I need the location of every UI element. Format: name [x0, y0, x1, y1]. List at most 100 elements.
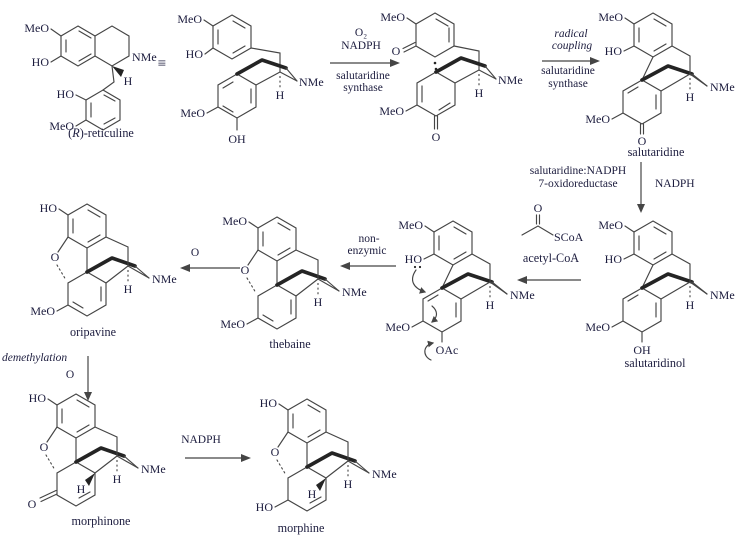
top-ring [212, 14, 252, 60]
nme-label: NMe [141, 462, 166, 476]
arrow-radical-coupling [542, 57, 600, 65]
curved-arrow [431, 305, 439, 323]
label-non-enzymic: enzymic [347, 245, 387, 257]
label-demethylation: demethylation [2, 352, 68, 364]
nme-label: NMe [710, 288, 735, 302]
nme-label: NMe [710, 80, 735, 94]
radical-dot [433, 61, 437, 65]
enzyme-salutaridine-synthase: salutaridine [541, 65, 595, 77]
ho-label: HO [605, 44, 623, 58]
enzyme-salutaridine-synthase: synthase [343, 82, 383, 94]
nme-label: NMe [372, 467, 397, 481]
meo-label: MeO [398, 218, 423, 232]
compound-name-morphine: morphine [278, 521, 325, 535]
meo-label: MeO [220, 317, 245, 331]
label-coupling: coupling [551, 40, 593, 52]
equivalence-symbol: ≡ [157, 56, 167, 72]
top-ring [287, 398, 327, 444]
meo-label: MeO [385, 320, 410, 334]
meo-label: MeO [177, 12, 202, 26]
h-label: H [276, 88, 285, 102]
curved-arrow [412, 269, 427, 294]
label-radical: radical [554, 28, 588, 40]
label-non-enzymic: non- [358, 233, 380, 245]
ring-b [94, 25, 130, 67]
arrow-oxidoreductase [637, 162, 645, 213]
oh-label: OH [633, 343, 651, 357]
ho-label: HO [605, 252, 623, 266]
structure-salutaridinol: MeO HO MeO OH H NMe salutaridinol [585, 218, 735, 370]
arrow-nadph-reduction [185, 454, 251, 462]
o-furan-label: O [241, 263, 250, 277]
reagent-nadph: NADPH [341, 40, 381, 52]
ho-label: HO [260, 396, 278, 410]
arrow-non-enzymic [340, 262, 396, 270]
lone-pair-dot [413, 265, 417, 269]
h-label: H [686, 90, 695, 104]
label-o: O [190, 247, 200, 259]
bold-bridge-bond [640, 64, 694, 82]
compound-name-oripavine: oripavine [70, 325, 116, 339]
bold-bridge-bond [434, 56, 487, 74]
o-ketone-label: O [534, 201, 543, 215]
bottom-ring [622, 287, 662, 333]
nme-label: NMe [152, 272, 177, 286]
o-furan-label: O [40, 440, 49, 454]
bold-bridge-bond [74, 446, 126, 464]
structure-salutaridinol-acetate: MeO HO MeO OAc H NMe [385, 218, 535, 361]
enzyme-oxidoreductase: 7-oxidoreductase [538, 178, 618, 190]
h-label: H [124, 282, 133, 296]
structure-diradical: MeO O H NMe MeO O [379, 10, 523, 144]
compound-name-salutaridinol: salutaridinol [625, 356, 687, 370]
ho-label: HO [32, 55, 50, 69]
o-furan-label: O [51, 250, 60, 264]
reagent-nadph: NADPH [655, 178, 695, 190]
nme-label: NMe [342, 285, 367, 299]
h-label: H [475, 86, 484, 100]
wedge-bond [85, 473, 95, 486]
nme-label: NMe [498, 73, 523, 87]
oac-label: OAc [436, 343, 459, 357]
top-ring [433, 220, 473, 266]
nme-label: NMe [510, 288, 535, 302]
o-ketone-label: O [432, 130, 441, 144]
compound-name-thebaine: thebaine [269, 337, 310, 351]
meo-label: MeO [30, 304, 55, 318]
structure-reticuline-3d: MeO HO H NMe MeO OH [177, 12, 323, 146]
bold-bridge-bond [440, 272, 494, 290]
bold-bridge-bond [305, 451, 357, 469]
ring-a [60, 25, 96, 67]
h-label: H [77, 482, 86, 496]
structure-morphine: HO O HO H H NMe morphine [256, 396, 397, 535]
h-label: H [124, 74, 133, 88]
structure-thebaine: MeO O MeO H NMe thebaine [220, 214, 367, 351]
o-ketone-label: O [28, 497, 37, 511]
ho-label: HO [29, 391, 47, 405]
lone-pair-dot [418, 265, 422, 269]
structure-morphinone: HO O O H H NMe morphinone [28, 391, 166, 528]
enzyme-oxidoreductase: salutaridine:NADPH [529, 165, 627, 177]
bottom-ring [257, 284, 297, 330]
top-ring [633, 220, 673, 266]
meo-label: MeO [180, 106, 205, 120]
structure-reticuline-2d: MeO HO NMe H HO MeO (R)-reticuline [24, 21, 157, 140]
ho-label: HO [405, 252, 423, 266]
structure-oripavine: HO O MeO H NMe oripavine [30, 201, 177, 339]
compound-name-salutaridine: salutaridine [628, 145, 685, 159]
ho-label: HO [40, 201, 58, 215]
o-ketone-label: O [392, 44, 401, 58]
reagent-o2: O₂ [354, 27, 368, 39]
bold-bridge-bond [275, 269, 327, 287]
nme-label: NMe [132, 50, 157, 64]
meo-label: MeO [24, 21, 49, 35]
top-ring [67, 203, 107, 249]
compound-name-acetyl-coa: acetyl-CoA [523, 251, 579, 265]
top-ring [257, 216, 297, 262]
o-ketone-label: O [638, 134, 647, 148]
h-label: H [308, 487, 317, 501]
bottom-ring [622, 79, 662, 125]
h-label: H [344, 477, 353, 491]
bottom-ring [422, 287, 462, 333]
structure-acetyl-coa: O SCoA acetyl-CoA [521, 201, 584, 265]
